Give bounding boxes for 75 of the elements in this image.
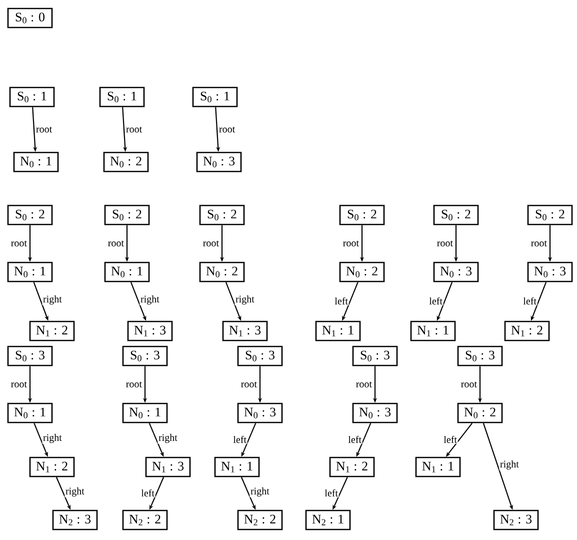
state-box: N$_{0}$ : 3 <box>196 152 242 172</box>
state-box: N$_{2}$ : 2 <box>237 510 283 530</box>
state-box: N$_{0}$ : 3 <box>352 402 398 424</box>
state-box: N$_{1}$ : 2 <box>29 320 75 342</box>
state-box: N$_{0}$ : 2 <box>199 262 245 282</box>
state-box: S$_{0}$ : 3 <box>122 346 168 366</box>
edge-label: right <box>250 486 270 498</box>
state-box: N$_{1}$ : 3 <box>127 320 173 342</box>
state-box: S$_{0}$ : 2 <box>433 204 479 226</box>
state-box: S$_{0}$ : 2 <box>7 204 53 226</box>
state-box: S$_{0}$ : 2 <box>527 204 573 226</box>
state-box: N$_{2}$ : 3 <box>493 510 539 530</box>
state-box: N$_{0}$ : 3 <box>433 262 479 282</box>
edge-label: root <box>460 380 478 388</box>
state-box: N$_{1}$ : 1 <box>214 456 260 478</box>
edge-label: root <box>35 126 53 134</box>
state-box: N$_{0}$ : 1 <box>7 402 53 424</box>
state-box: S$_{0}$ : 3 <box>352 346 398 366</box>
state-box: N$_{1}$ : 3 <box>145 456 191 478</box>
state-box: S$_{0}$ : 3 <box>457 346 503 366</box>
state-box: S$_{0}$ : 2 <box>104 204 150 226</box>
state-box: N$_{2}$ : 3 <box>52 510 98 530</box>
edge-label: left <box>522 296 538 306</box>
state-box: S$_{0}$ : 0 <box>7 8 53 28</box>
edge-label: root <box>107 240 125 248</box>
edge-label: root <box>530 240 548 248</box>
state-box: S$_{0}$ : 1 <box>9 86 55 108</box>
state-box: N$_{1}$ : 2 <box>504 320 550 342</box>
state-box: N$_{0}$ : 2 <box>339 262 385 282</box>
state-box: S$_{0}$ : 3 <box>7 346 53 366</box>
state-box: S$_{0}$ : 1 <box>99 86 145 108</box>
state-box: N$_{1}$ : 2 <box>29 456 75 478</box>
state-box: N$_{0}$ : 1 <box>122 402 168 424</box>
edge-label: right <box>42 433 63 444</box>
edge-label: right <box>42 294 63 306</box>
edge-label: left <box>324 488 339 498</box>
edge-label: left <box>428 296 444 306</box>
edge-label: root <box>10 380 28 388</box>
state-box: N$_{1}$ : 1 <box>315 320 361 342</box>
edge-label: root <box>10 240 28 248</box>
edge-label: left <box>140 488 156 498</box>
edge-label: right <box>234 294 256 306</box>
state-box: N$_{0}$ : 1 <box>7 262 53 282</box>
state-box: N$_{0}$ : 1 <box>104 262 150 282</box>
state-box: N$_{2}$ : 2 <box>122 510 168 530</box>
edge-label: right <box>140 294 160 306</box>
edge-label: left <box>442 435 458 444</box>
edge-label: root <box>436 240 454 248</box>
state-box: S$_{0}$ : 2 <box>339 204 385 226</box>
edge-label: right <box>499 460 520 470</box>
state-box: N$_{1}$ : 1 <box>410 320 456 342</box>
edge-label: left <box>334 296 349 306</box>
edge-label: root <box>240 380 258 388</box>
edge-label: root <box>125 126 143 134</box>
edge-label: root <box>202 240 220 248</box>
state-box: N$_{1}$ : 3 <box>222 320 268 342</box>
state-box: S$_{0}$ : 3 <box>237 346 283 366</box>
state-box: S$_{0}$ : 2 <box>199 204 245 226</box>
state-box: N$_{0}$ : 2 <box>103 152 149 172</box>
edge-label: root <box>355 380 373 388</box>
state-box: N$_{0}$ : 3 <box>237 402 283 424</box>
state-box: N$_{1}$ : 1 <box>415 456 461 478</box>
state-box: N$_{2}$ : 1 <box>305 510 351 530</box>
edge-label: root <box>342 240 360 248</box>
state-box: N$_{0}$ : 1 <box>13 152 59 172</box>
edge-label: right <box>158 433 178 444</box>
edge-label: left <box>347 435 362 444</box>
edge-label: root <box>218 126 236 134</box>
edge-label: left <box>232 435 248 444</box>
edge-label: right <box>64 486 86 498</box>
state-box: N$_{0}$ : 2 <box>457 402 503 424</box>
state-box: N$_{1}$ : 2 <box>329 456 375 478</box>
state-box: S$_{0}$ : 1 <box>192 86 238 108</box>
edge-label: root <box>125 380 143 388</box>
state-box: N$_{0}$ : 3 <box>527 262 573 282</box>
